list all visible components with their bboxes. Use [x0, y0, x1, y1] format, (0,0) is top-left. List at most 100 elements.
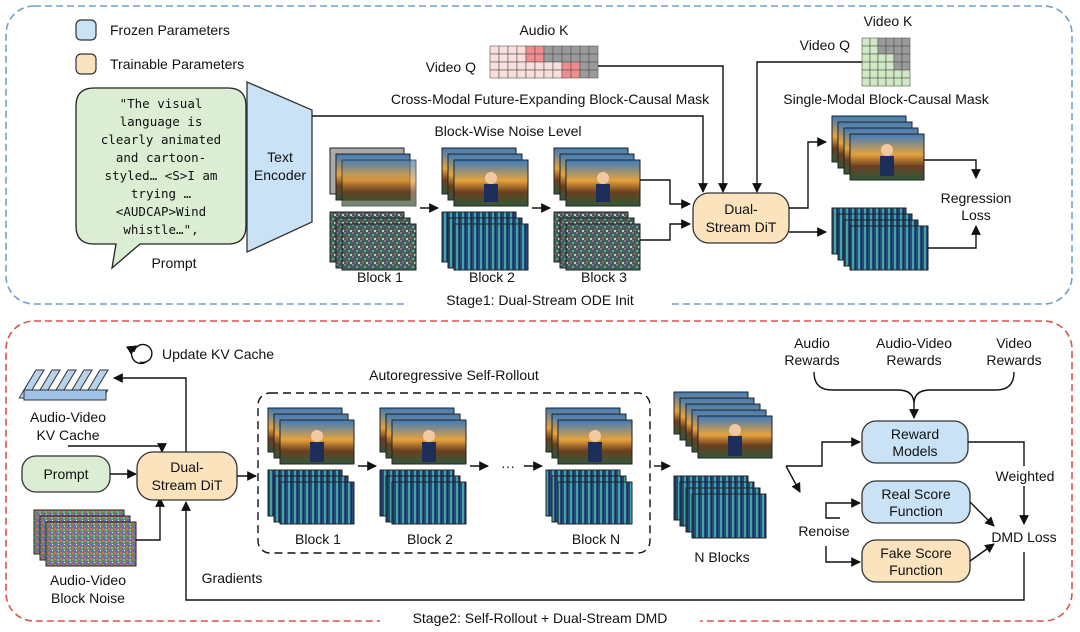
rollout-label: Autoregressive Self-Rollout: [369, 367, 539, 383]
mask-cell: [507, 53, 518, 63]
mask-cell: [534, 69, 545, 79]
mask-cell: [552, 53, 563, 63]
mask-cell: [561, 61, 572, 71]
legend-frozen-swatch: [75, 19, 97, 41]
update-kv-label: Update KV Cache: [162, 346, 274, 362]
mask-cell: [885, 77, 895, 87]
video-q-label-2: Video Q: [800, 37, 850, 53]
kv-cache-label-2: KV Cache: [36, 427, 99, 443]
mask-cell: [901, 53, 911, 63]
mask-cell: [877, 61, 887, 71]
mask-cell: [534, 45, 545, 55]
stage2-blockN-video: [545, 407, 633, 465]
regression-loss-label-2: Loss: [961, 207, 991, 223]
stage1-dit-label-2: Stream DiT: [706, 219, 777, 235]
mask-cell: [498, 45, 509, 55]
mask-cell: [489, 69, 500, 79]
av-rewards-label-2: Rewards: [886, 352, 941, 368]
video-rewards-label-2: Rewards: [986, 352, 1041, 368]
mask-cell: [861, 53, 871, 63]
mask-cell: [901, 45, 911, 55]
stage1-block2-video: [441, 147, 529, 207]
mask-cell: [869, 61, 879, 71]
stage2-dit-label-1: Dual-: [170, 459, 204, 475]
video-k-label: Video K: [864, 13, 913, 29]
self-rollout-box: [257, 392, 651, 554]
mask-cell: [869, 69, 879, 79]
mask-cell: [561, 45, 572, 55]
mask-cell: [534, 53, 545, 63]
mask-cell: [869, 45, 879, 55]
mask-cell: [561, 69, 572, 79]
mask-cell: [588, 69, 599, 79]
block-noise-label-1: Audio-Video: [50, 572, 126, 588]
rollout-ellipsis: ···: [501, 458, 515, 474]
stage1-title: Stage1: Dual-Stream ODE Init: [446, 292, 634, 308]
stage2-block-label-1: Block 1: [295, 531, 341, 547]
stage1-block1-audio: [329, 211, 417, 271]
prompt-line: trying …: [131, 186, 192, 201]
mask-cell: [543, 45, 554, 55]
mask-cell: [498, 69, 509, 79]
text-encoder-label-1: Text: [267, 149, 293, 165]
mask-cell: [588, 61, 599, 71]
fake-score-label-1: Fake Score: [880, 545, 952, 561]
weighted-label: Weighted: [996, 468, 1055, 484]
mask-cell: [588, 53, 599, 63]
stage1-dual-stream-dit: [692, 192, 790, 244]
mask-cell: [516, 61, 527, 71]
mask-cell: [893, 37, 903, 47]
mask-cell: [507, 45, 518, 55]
audio-k-label: Audio K: [519, 22, 569, 38]
mask-cell: [579, 45, 590, 55]
reward-models-label-2: Models: [892, 443, 937, 459]
mask-cell: [570, 61, 581, 71]
prompt-line: styled… <S>I am: [105, 168, 218, 183]
legend-trainable-swatch: [75, 53, 97, 75]
legend-frozen-label: Frozen Parameters: [110, 22, 230, 38]
mask-cell: [861, 61, 871, 71]
stage2-prompt-label: Prompt: [43, 466, 88, 482]
kv-cache-stack: [18, 369, 109, 401]
mask-cell: [861, 77, 871, 87]
mask-cell: [489, 61, 500, 71]
single-modal-mask-grid: [861, 37, 911, 87]
mask-cell: [525, 45, 536, 55]
stage2-dit-label-2: Stream DiT: [152, 477, 223, 493]
mask-cell: [861, 45, 871, 55]
dmd-loss-label: DMD Loss: [991, 529, 1056, 545]
stage2-title: Stage2: Self-Rollout + Dual-Stream DMD: [413, 610, 668, 626]
video-rewards-label-1: Video: [996, 335, 1032, 351]
mask-cell: [885, 53, 895, 63]
cross-modal-mask-grid: [489, 45, 599, 79]
mask-cell: [861, 37, 871, 47]
mask-cell: [570, 45, 581, 55]
mask-cell: [552, 45, 563, 55]
stage2-block2-audio: [379, 469, 467, 525]
rewards-brace: [813, 371, 1015, 405]
regression-loss-label-1: Regression: [941, 190, 1012, 206]
legend-trainable-label: Trainable Parameters: [110, 56, 244, 72]
mask-cell: [507, 61, 518, 71]
renoise-label: Renoise: [798, 523, 850, 539]
mask-cell: [516, 69, 527, 79]
mask-cell: [893, 77, 903, 87]
mask-cell: [885, 37, 895, 47]
mask-cell: [877, 37, 887, 47]
mask-cell: [877, 69, 887, 79]
real-score-label-2: Function: [889, 503, 943, 519]
mask-cell: [561, 53, 572, 63]
gradients-label: Gradients: [202, 570, 263, 586]
mask-cell: [893, 45, 903, 55]
stage2-block-label-n: Block N: [572, 531, 620, 547]
mask-cell: [901, 61, 911, 71]
mask-cell: [525, 61, 536, 71]
mask-cell: [877, 77, 887, 87]
mask-cell: [901, 77, 911, 87]
mask-cell: [588, 45, 599, 55]
prompt-line: language is: [120, 114, 203, 129]
single-mask-label: Single-Modal Block-Causal Mask: [783, 91, 989, 107]
prompt-caption: Prompt: [151, 255, 196, 271]
mask-cell: [507, 69, 518, 79]
mask-cell: [543, 69, 554, 79]
